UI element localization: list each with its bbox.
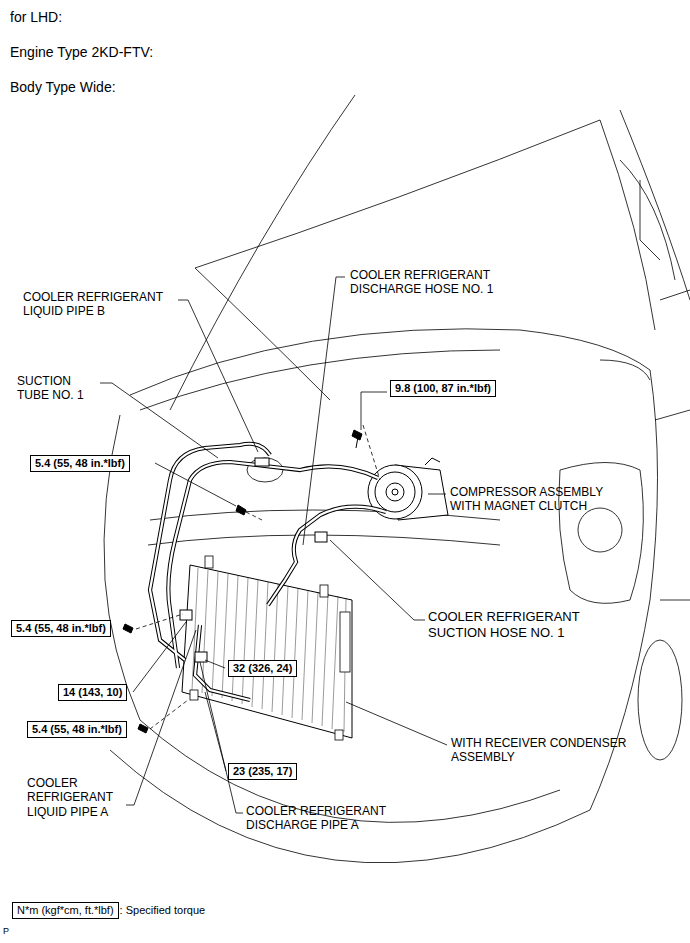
torque-box: 32 (326, 24)	[228, 660, 297, 677]
torque-box: 5.4 (55, 48 in.*lbf)	[27, 721, 127, 738]
part-name: COOLER REFRIGERANT DISCHARGE HOSE NO. 1	[350, 268, 510, 297]
part-name: WITH RECEIVER CONDENSER ASSEMBLY	[451, 736, 641, 765]
torque-value: 5.4 (55, 48 in.*lbf)	[35, 457, 125, 470]
torque-box: 9.8 (100, 87 in.*lbf)	[390, 380, 496, 397]
part-name: COOLER REFRIGERANT LIQUID PIPE B	[23, 290, 173, 319]
torque-value: 14 (143, 10)	[63, 686, 122, 699]
part-name: COOLER REFRIGERANT DISCHARGE PIPE A	[246, 804, 406, 833]
torque-value: 9.8 (100, 87 in.*lbf)	[395, 382, 491, 395]
header-note: for LHD:	[10, 9, 310, 26]
torque-value: 5.4 (55, 48 in.*lbf)	[32, 723, 122, 736]
torque-value: 23 (235, 17)	[233, 765, 292, 778]
header-note: Body Type Wide:	[10, 79, 310, 96]
torque-box: 5.4 (55, 48 in.*lbf)	[30, 455, 130, 472]
part-name: SUCTION TUBE NO. 1	[17, 374, 97, 403]
torque-value: 32 (326, 24)	[233, 662, 292, 675]
part-name: COMPRESSOR ASSEMBLY WITH MAGNET CLUTCH	[450, 485, 625, 514]
legend-note: : Specified torque	[120, 904, 320, 917]
part-name: COOLER REFRIGERANT LIQUID PIPE A	[27, 776, 127, 819]
torque-value: 5.4 (55, 48 in.*lbf)	[16, 622, 106, 635]
torque-box: 14 (143, 10)	[58, 684, 127, 701]
header-note: Engine Type 2KD-FTV:	[10, 44, 310, 61]
torque-box: 5.4 (55, 48 in.*lbf)	[11, 620, 111, 637]
page-mark: P	[3, 926, 23, 937]
legend-box: N*m (kgf*cm, ft.*lbf)	[12, 902, 119, 919]
part-name: COOLER REFRIGERANT SUCTION HOSE NO. 1	[428, 609, 603, 640]
torque-box: 23 (235, 17)	[228, 763, 297, 780]
torque-value: N*m (kgf*cm, ft.*lbf)	[17, 904, 114, 917]
